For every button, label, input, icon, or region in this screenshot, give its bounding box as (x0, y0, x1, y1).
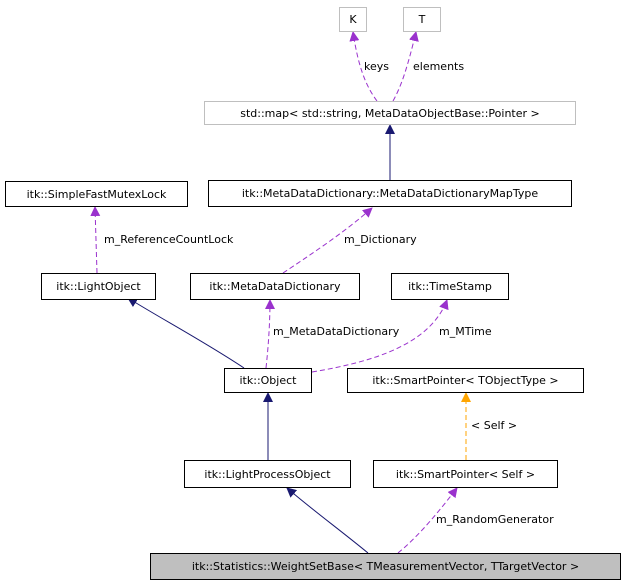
node-time-stamp[interactable]: itk::TimeStamp (391, 273, 509, 300)
node-t[interactable]: T (403, 7, 441, 32)
edge-label-self-template: < Self > (471, 419, 518, 432)
node-light-object[interactable]: itk::LightObject (41, 273, 156, 300)
node-smart-pointer-tobjecttype[interactable]: itk::SmartPointer< TObjectType > (347, 368, 584, 393)
node-weight-set-base[interactable]: itk::Statistics::WeightSetBase< TMeasure… (150, 553, 621, 580)
edge-dictionary (282, 207, 373, 274)
edge-label-reference-count-lock: m_ReferenceCountLock (104, 233, 234, 246)
node-metadata-dictionary[interactable]: itk::MetaDataDictionary (190, 273, 360, 300)
edge-metadata-dictionary (264, 299, 275, 369)
edge-keys (349, 31, 378, 102)
edge-label-dictionary: m_Dictionary (344, 233, 417, 246)
node-simple-fast-mutex-lock[interactable]: itk::SimpleFastMutexLock (5, 181, 188, 207)
node-metadata-dictionary-map-type[interactable]: itk::MetaDataDictionary::MetaDataDiction… (208, 180, 572, 207)
edge-label-random-generator: m_RandomGenerator (436, 513, 554, 526)
node-std-map[interactable]: std::map< std::string, MetaDataObjectBas… (204, 101, 576, 125)
edge-label-keys: keys (364, 60, 389, 73)
node-smart-pointer-self[interactable]: itk::SmartPointer< Self > (373, 460, 558, 488)
edge-label-mtime: m_MTime (439, 325, 492, 338)
edge-object-inherits-lightobject (127, 297, 245, 369)
node-k[interactable]: K (339, 7, 367, 32)
node-light-process-object[interactable]: itk::LightProcessObject (184, 460, 351, 488)
edge-reference-count-lock (90, 206, 101, 274)
edge-label-metadata-dictionary: m_MetaDataDictionary (273, 325, 400, 338)
node-object[interactable]: itk::Object (224, 368, 312, 393)
edge-random-generator (397, 487, 458, 554)
edge-weightsetbase-inherits-lightprocessobject (286, 487, 369, 554)
edge-label-elements: elements (413, 60, 465, 73)
